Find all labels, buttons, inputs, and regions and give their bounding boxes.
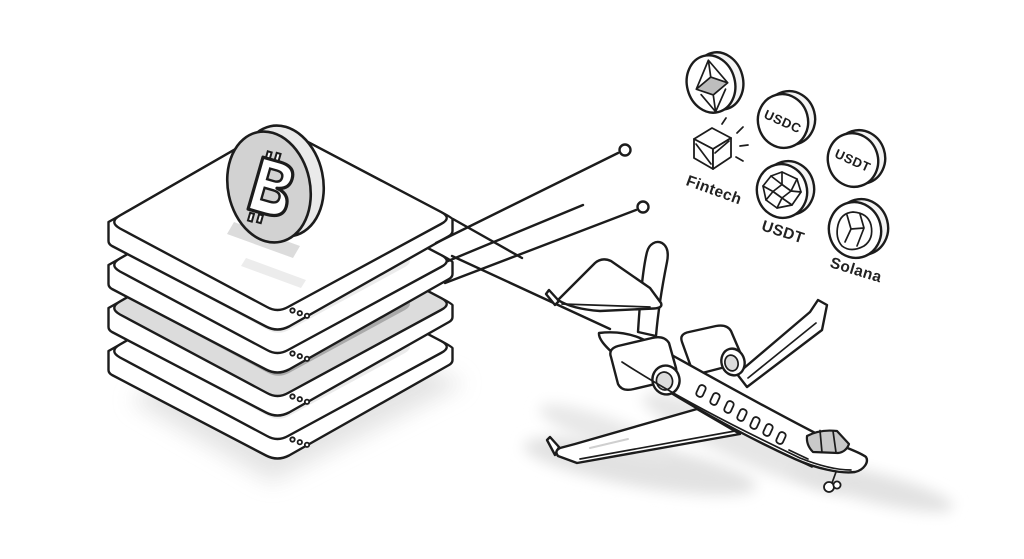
connector-line-1 xyxy=(434,151,620,245)
usdt-coin-face xyxy=(826,131,880,189)
jet-belly-stripe xyxy=(621,361,852,471)
fintech-label: Fintech xyxy=(684,173,744,209)
connector-line-2 xyxy=(443,208,638,285)
connector-line-4 xyxy=(451,217,524,260)
jet-cockpit xyxy=(805,429,851,455)
jet-nose-gear xyxy=(823,471,842,493)
jet-near-wing xyxy=(545,407,742,465)
usdt-gem-label: USDT xyxy=(759,218,806,248)
solana-label: Solana xyxy=(828,255,884,287)
gem-icon xyxy=(762,171,802,209)
rounded-gem-icon xyxy=(836,211,873,251)
node-circle-2 xyxy=(636,200,650,214)
jet-tail-fin xyxy=(636,240,669,338)
jet-stabilizer-thickness-line xyxy=(561,303,651,308)
bitcoin-symbol xyxy=(246,150,295,225)
ethereum-icon xyxy=(695,59,729,113)
layer-port-dots xyxy=(289,350,311,362)
coin-slot-shadow-echo xyxy=(241,258,306,288)
layer-port-dots xyxy=(289,307,311,319)
node-circle-1 xyxy=(618,143,632,157)
ethereum-coin xyxy=(685,51,745,114)
fintech-cube-icon xyxy=(693,117,749,170)
layer-port-dots xyxy=(289,436,311,448)
sparkle-dashes xyxy=(721,117,749,162)
token-cluster: USDC USDT Fintech USDT xyxy=(684,51,890,287)
usdt-coin: USDT xyxy=(826,128,887,189)
nose-shadow xyxy=(790,462,954,512)
jet-far-wing-flap-line xyxy=(747,322,817,379)
bitcoin-coin xyxy=(225,124,326,244)
connector-line-5 xyxy=(450,254,612,331)
platform-stack xyxy=(107,124,454,460)
usdt-gem-coin xyxy=(755,159,816,220)
jet-near-engine xyxy=(609,335,681,396)
jet-stabilizer-winglet xyxy=(544,288,561,307)
usdc-coin: USDC xyxy=(756,89,817,150)
usdc-coin-face xyxy=(756,92,810,150)
private-jet xyxy=(544,240,869,493)
solana-gem-coin xyxy=(827,197,890,260)
jet-stabilizer xyxy=(556,258,663,313)
connector-lines xyxy=(434,143,650,331)
layer-port-dots xyxy=(289,393,311,405)
jet-nose-dashes xyxy=(788,449,813,468)
jet-windows xyxy=(695,384,787,445)
connector-line-3 xyxy=(446,203,585,263)
jet-far-wing xyxy=(735,298,829,389)
